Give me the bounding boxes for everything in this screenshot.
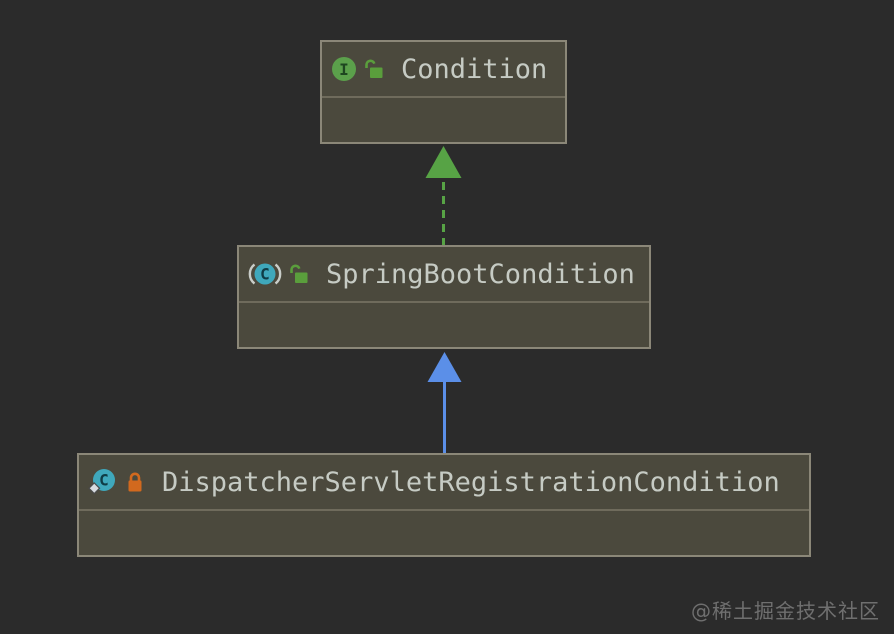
class-name: DispatcherServletRegistrationCondition <box>162 466 780 498</box>
lock-open-icon <box>288 263 310 285</box>
node-header: I Condition <box>322 42 565 98</box>
class-name: SpringBootCondition <box>326 258 635 290</box>
uml-node-springbootcondition[interactable]: C SpringBootCondition <box>237 245 651 349</box>
node-body <box>322 98 565 142</box>
watermark-text: @稀土掘金技术社区 <box>691 599 880 623</box>
edge-implements-arrow[interactable] <box>425 146 462 246</box>
interface-icon: I <box>331 56 357 82</box>
svg-text:C: C <box>260 265 270 284</box>
node-body <box>239 303 649 347</box>
svg-text:I: I <box>339 60 349 79</box>
lock-closed-icon <box>124 471 146 493</box>
svg-text:C: C <box>99 471 109 490</box>
node-body <box>79 511 809 555</box>
lock-open-icon <box>363 58 385 80</box>
uml-node-condition[interactable]: I Condition <box>320 40 567 144</box>
edge-extends-arrow[interactable] <box>427 352 462 454</box>
implements-arrowhead-icon <box>425 146 462 178</box>
node-header: C SpringBootCondition <box>239 247 649 303</box>
abstract-class-icon: C <box>248 261 282 287</box>
uml-node-dispatcherservletregistrationcondition[interactable]: C DispatcherServletRegistrationCondition <box>77 453 811 557</box>
class-name: Condition <box>401 53 548 85</box>
class-icon: C <box>88 468 118 496</box>
extends-arrowhead-icon <box>427 352 462 382</box>
node-header: C DispatcherServletRegistrationCondition <box>79 455 809 511</box>
